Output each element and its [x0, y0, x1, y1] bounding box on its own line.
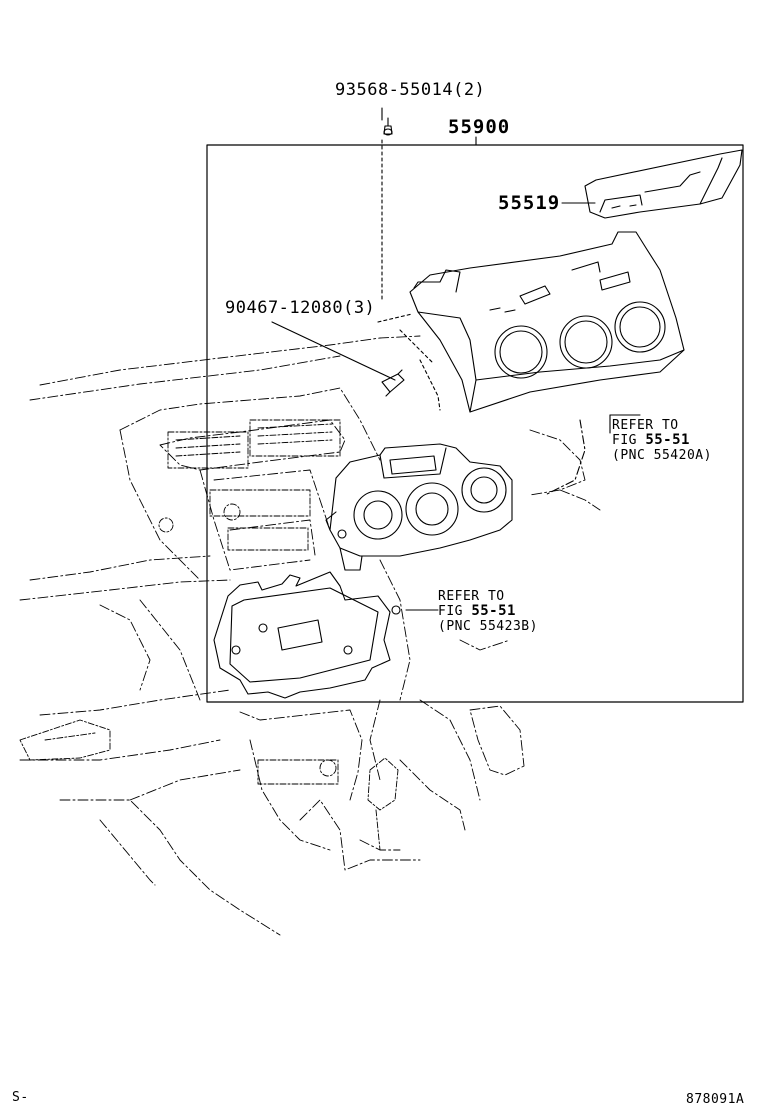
- heater-control-unit-drawing: [325, 443, 513, 571]
- panel-part-number: 55519: [498, 192, 561, 214]
- refer-note-lower-line1: REFER TO: [438, 589, 505, 604]
- refer-note-upper-fig: FIG 55-51: [612, 432, 712, 449]
- clip-part-number: 90467-12080(3): [225, 298, 376, 318]
- trim-panel-drawing: [584, 149, 743, 219]
- bezel-drawing: [409, 231, 685, 413]
- refer-lower-fig-number: 55-51: [471, 603, 516, 619]
- assembly-part-number: 55900: [448, 116, 511, 138]
- bracket-drawing: [213, 571, 401, 699]
- refer-note-lower-fig: FIG 55-51: [438, 603, 538, 620]
- refer-note-upper-pnc: (PNC 55420A): [612, 448, 712, 463]
- screw-part-number: 93568-55014(2): [335, 80, 486, 100]
- assembly-boundary-box: [206, 144, 744, 703]
- screw-drawing: [383, 117, 393, 136]
- vent-and-radio-outline: [19, 419, 399, 851]
- corner-code-left: S-: [12, 1090, 29, 1105]
- fit-guide-dashes: [419, 359, 441, 411]
- leader-lines: [271, 107, 641, 611]
- fit-guide-dashes-2: [399, 329, 433, 363]
- refer-note-upper-line1: REFER TO: [612, 418, 679, 433]
- refer-note-lower: REFER TO FIG 55-51 (PNC 55423B): [438, 589, 538, 634]
- refer-arrow-upper: [544, 419, 586, 496]
- illustration-code: 878091A: [686, 1092, 745, 1107]
- refer-note-lower-pnc: (PNC 55423B): [438, 619, 538, 634]
- refer-lower-fig-prefix: FIG: [438, 604, 463, 619]
- dashboard-outline: [19, 335, 601, 936]
- refer-upper-fig-number: 55-51: [645, 432, 690, 448]
- refer-upper-fig-prefix: FIG: [612, 433, 637, 448]
- refer-note-upper: REFER TO FIG 55-51 (PNC 55420A): [612, 418, 712, 463]
- clip-drawing: [381, 369, 405, 397]
